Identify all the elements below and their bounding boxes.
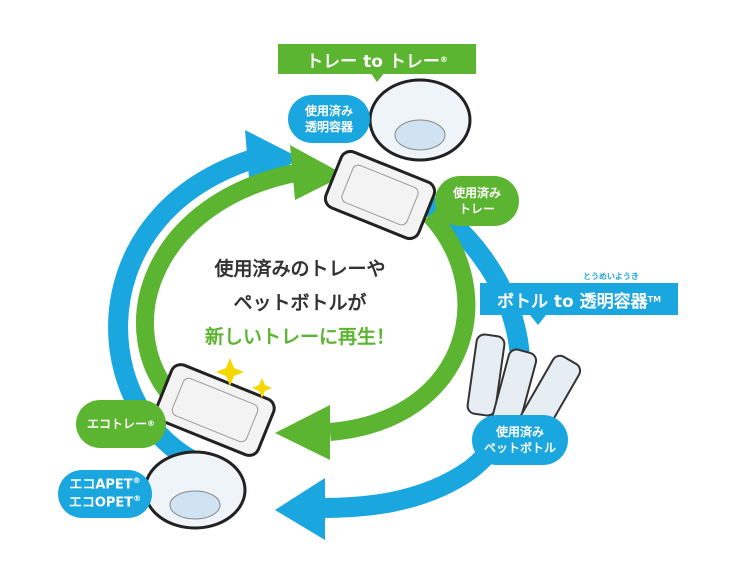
registered-mark: ® [133,494,142,503]
trademark: TM [647,294,662,304]
bubble-line: 使用済み [452,185,501,200]
banner-bottle-text: ボトル to 透明容器 [496,291,648,312]
bubble-eco-apet: エコAPET® エコOPET® [58,470,152,518]
banner-tray-to-tray: トレー to トレー® [278,44,476,74]
bubble-line: 使用済み [495,424,544,439]
blue-arrow-left [108,150,254,480]
bubble-line: 使用済み [304,103,353,118]
registered-mark: ® [439,54,448,64]
used-tray-illustration [323,149,437,241]
bubble-eco-tray: エコトレー® [76,400,166,448]
center-line-1: 使用済みのトレーや [214,258,386,280]
bubble-line: トレー [458,202,495,216]
green-arrowhead-top [290,145,345,200]
eco-apet-text: エコAPET [69,477,133,493]
sparkle-icons [216,358,272,398]
bubble-line: 透明容器 [304,120,353,134]
bubble-used-tray: 使用済み トレー [435,176,519,226]
bubble-used-container: 使用済み 透明容器 [288,95,370,143]
eco-tray-illustration [154,363,276,457]
used-container-illustration [368,78,472,162]
center-line-3: 新しいトレーに再生！ [204,326,395,348]
registered-mark: ® [147,418,155,428]
ruby-text: とうめいようき [583,272,639,281]
eco-opet-text: エコOPET [68,495,134,511]
green-arrowhead-bottom [275,405,330,460]
green-arrow-right [329,208,476,441]
registered-mark: ® [132,476,141,486]
bubble-line: ペットボトル [483,441,556,455]
bubble-used-bottle: 使用済み ペットボトル [472,415,568,465]
eco-container-illustration [143,450,247,530]
green-arrow-left [135,163,302,407]
banner-tray-pointer [370,72,385,82]
center-line-2: ペットボトルが [233,292,367,314]
eco-tray-text: エコトレー [86,416,147,431]
banner-tray-text: トレー to トレー [306,51,440,72]
bottles-illustration [466,333,582,436]
center-message: 使用済みのトレーや ペットボトルが 新しいトレーに再生！ [170,252,430,354]
banner-bottle-pointer [530,315,546,325]
blue-arrowhead-bottom [275,478,325,540]
